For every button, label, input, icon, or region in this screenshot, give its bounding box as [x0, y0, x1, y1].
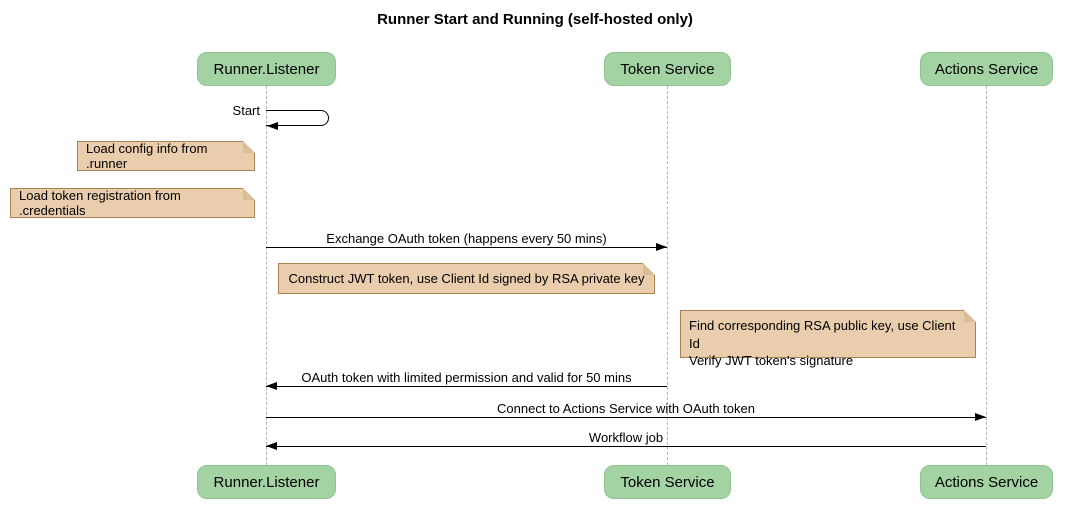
note-text-line1: Find corresponding RSA public key, use C…	[689, 318, 956, 351]
self-message-arrowhead	[267, 122, 278, 130]
message-label-workflow: Workflow job	[588, 430, 664, 445]
message-label-exchange: Exchange OAuth token (happens every 50 m…	[326, 231, 607, 246]
lifeline-token-service	[667, 86, 668, 465]
message-label-oauth-return: OAuth token with limited permission and …	[301, 370, 632, 385]
participant-runner-listener-bottom: Runner.Listener	[197, 465, 336, 499]
message-line-workflow	[266, 446, 986, 447]
message-arrowhead-oauth-return	[266, 382, 277, 390]
lifeline-actions-service	[986, 86, 987, 465]
participant-label: Runner.Listener	[213, 473, 320, 491]
note-load-token-registration: Load token registration from .credential…	[10, 188, 255, 218]
note-text: Construct JWT token, use Client Id signe…	[288, 271, 645, 286]
participant-label: Token Service	[620, 473, 715, 491]
participant-token-service-top: Token Service	[604, 52, 731, 86]
note-construct-jwt: Construct JWT token, use Client Id signe…	[278, 263, 655, 294]
note-text: Load config info from .runner	[86, 141, 208, 171]
self-message-loop	[266, 110, 329, 126]
message-arrowhead-exchange	[656, 243, 667, 251]
message-label-start: Start	[232, 103, 260, 118]
participant-actions-service-bottom: Actions Service	[920, 465, 1053, 499]
message-arrowhead-connect	[975, 413, 986, 421]
message-line-oauth-return	[266, 386, 667, 387]
message-arrowhead-workflow	[266, 442, 277, 450]
participant-label: Runner.Listener	[213, 60, 320, 78]
participant-label: Actions Service	[934, 60, 1039, 78]
diagram-title: Runner Start and Running (self-hosted on…	[377, 11, 693, 28]
participant-label: Token Service	[620, 60, 715, 78]
participant-label: Actions Service	[934, 473, 1039, 491]
note-find-rsa: Find corresponding RSA public key, use C…	[680, 310, 976, 368]
note-text: Load token registration from .credential…	[19, 188, 181, 218]
message-label-connect: Connect to Actions Service with OAuth to…	[497, 401, 755, 416]
message-line-connect	[266, 417, 986, 418]
note-text-line2: Verify JWT token's signature	[689, 353, 854, 369]
participant-runner-listener-top: Runner.Listener	[197, 52, 336, 86]
message-line-exchange	[266, 247, 667, 248]
participant-token-service-bottom: Token Service	[604, 465, 731, 499]
note-load-config: Load config info from .runner	[77, 141, 255, 171]
participant-actions-service-top: Actions Service	[920, 52, 1053, 86]
lifeline-runner-listener	[266, 86, 267, 465]
